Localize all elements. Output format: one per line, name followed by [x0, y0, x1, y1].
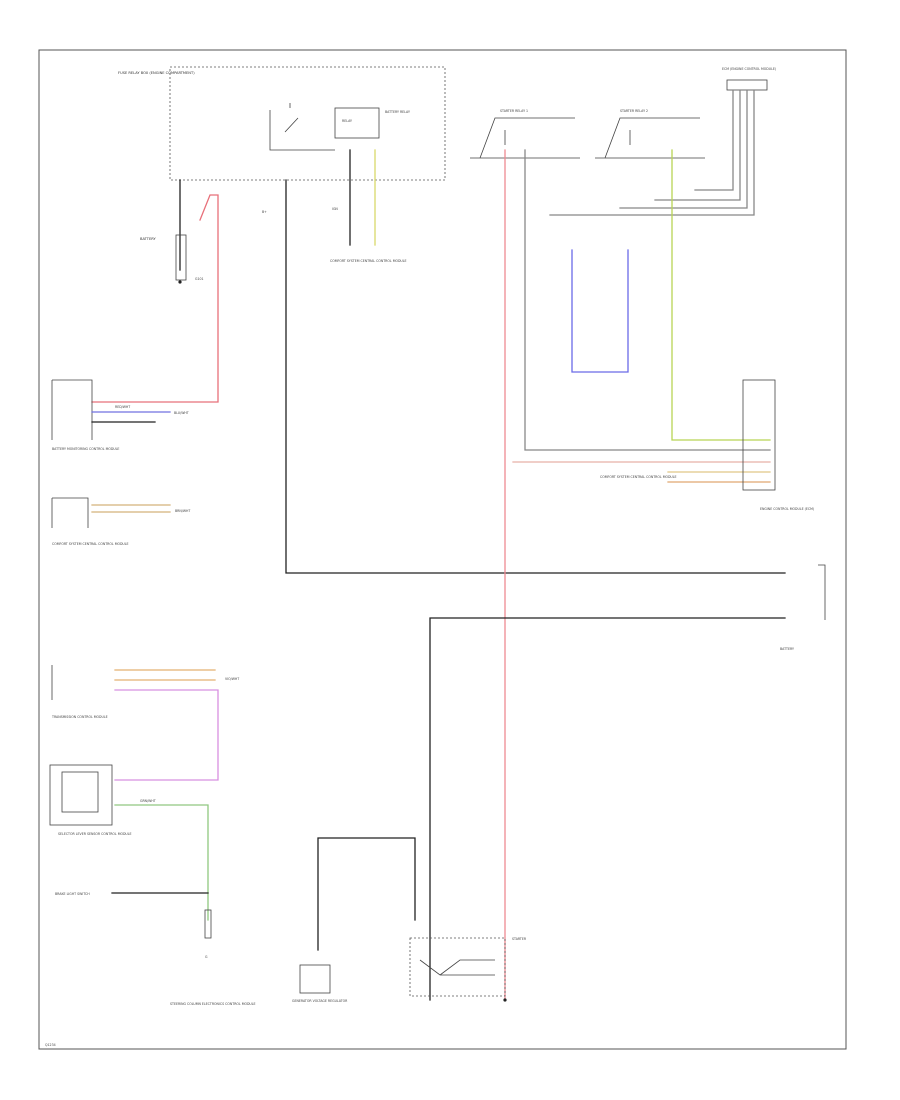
selector-lever-label: SELECTOR LEVER SENSOR CONTROL MODULE: [58, 832, 132, 836]
starter-relay-2-label: STARTER RELAY 2: [620, 109, 648, 113]
transmission-module: VIO/WHT TRANSMISSION CONTROL MODULE: [51, 665, 239, 781]
brake-switch-label: BRAKE LIGHT SWITCH: [55, 892, 90, 896]
battery-mgmt-label: BATTERY MONITORING CONTROL MODULE: [52, 447, 119, 451]
b-plus-label: B+: [262, 210, 267, 214]
battery-branch: BATTERY G101: [91, 179, 219, 403]
brake-switch: BRAKE LIGHT SWITCH G: [55, 892, 212, 959]
steering-module-label: STEERING COLUMN ELECTRONICS CONTROL MODU…: [170, 1002, 256, 1006]
engine-control-connector: [742, 379, 776, 491]
b-plus-wire: [285, 179, 786, 574]
ecm-top-connector: ECM (ENGINE CONTROL MODULE): [549, 67, 776, 216]
battery-relay-label: BATTERY RELAY: [385, 110, 410, 114]
ign-label: IGN: [332, 207, 338, 211]
starter-motor: STARTER: [409, 937, 527, 1002]
engine-control-label: ENGINE CONTROL MODULE (ECM): [760, 507, 814, 511]
battery-mgmt-module: RED/WHT BLU/WHT BATTERY MONITORING CONTR…: [51, 379, 189, 451]
comfort-system-top-label: COMFORT SYSTEM CENTRAL CONTROL MODULE: [330, 259, 407, 263]
starter-relay-1: STARTER RELAY 1: [470, 109, 580, 159]
starter-relay-2: STARTER RELAY 2: [595, 109, 705, 159]
wire-blu-label: BLU/WHT: [174, 411, 189, 415]
fuse-relay-box: FUSE RELAY BOX (ENGINE COMPARTMENT) RELA…: [118, 66, 446, 181]
blue-loop-wire: [571, 249, 629, 373]
wire-red-label: RED/WHT: [115, 405, 130, 409]
starter-label: STARTER: [512, 937, 527, 941]
ground-ref-label: G: [205, 955, 208, 959]
selector-lever-module: SELECTOR LEVER SENSOR CONTROL MODULE GRN…: [49, 764, 209, 921]
yellow-green-wire: [671, 149, 771, 441]
voltage-regulator-label: GENERATOR VOLTAGE REGULATOR: [292, 999, 348, 1003]
fuse-box-label: FUSE RELAY BOX (ENGINE COMPARTMENT): [118, 71, 195, 75]
comfort-system-label: COMFORT SYSTEM CENTRAL CONTROL MODULE: [52, 542, 129, 546]
battery-relay-switch: RELAY BATTERY RELAY: [269, 103, 410, 151]
battery-ground-label: G101: [195, 277, 204, 281]
relay-coil-label: RELAY: [342, 119, 352, 123]
voltage-regulator: GENERATOR VOLTAGE REGULATOR: [292, 837, 416, 1003]
footer-code: Q1234: [45, 1043, 56, 1047]
relay1-grey-wire: [524, 149, 771, 451]
starter-relay-1-label: STARTER RELAY 1: [500, 109, 528, 113]
comfort-system-module: BRN/WHT COMFORT SYSTEM CENTRAL CONTROL M…: [51, 497, 190, 546]
comfort-system-mid-label: COMFORT SYSTEM CENTRAL CONTROL MODULE: [600, 475, 677, 479]
wire-brn-label: BRN/WHT: [175, 509, 190, 513]
wire-grn-label: GRN/WHT: [140, 799, 156, 803]
ecm-label: ECM (ENGINE CONTROL MODULE): [722, 67, 776, 71]
transmission-label: TRANSMISSION CONTROL MODULE: [51, 715, 108, 719]
transmission-wire-label: VIO/WHT: [225, 677, 239, 681]
diagram-frame: [38, 49, 847, 1050]
battery-label: BATTERY: [140, 237, 157, 241]
battery-right-label: BATTERY: [780, 647, 794, 651]
